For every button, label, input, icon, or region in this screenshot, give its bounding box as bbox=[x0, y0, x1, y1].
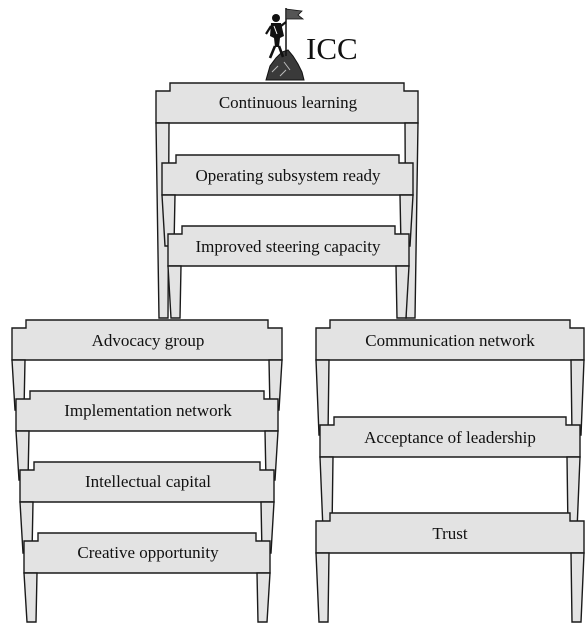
center-table-3 bbox=[167, 225, 410, 319]
center-table-2 bbox=[161, 154, 414, 247]
left-table-4 bbox=[23, 532, 271, 623]
right-table-2 bbox=[319, 416, 581, 531]
climber-with-flag-icon bbox=[265, 8, 305, 81]
right-table-1 bbox=[315, 319, 585, 436]
left-label-4: Creative opportunity bbox=[77, 543, 219, 562]
right-label-1: Communication network bbox=[365, 331, 535, 350]
center-table-1 bbox=[155, 82, 419, 319]
right-label-2: Acceptance of leadership bbox=[364, 428, 536, 447]
center-label-2: Operating subsystem ready bbox=[195, 166, 381, 185]
left-label-2: Implementation network bbox=[64, 401, 232, 420]
left-label-3: Intellectual capital bbox=[84, 472, 211, 491]
left-table-3 bbox=[19, 461, 275, 554]
right-label-3: Trust bbox=[432, 524, 468, 543]
center-label-1: Continuous learning bbox=[218, 93, 358, 112]
center-label-3: Improved steering capacity bbox=[195, 237, 381, 256]
tables-layer bbox=[11, 82, 585, 623]
right-table-3 bbox=[315, 512, 585, 623]
left-table-1 bbox=[11, 319, 283, 411]
diagram-title: ICC bbox=[306, 31, 358, 66]
left-table-2 bbox=[15, 390, 279, 481]
left-label-1: Advocacy group bbox=[91, 331, 205, 350]
